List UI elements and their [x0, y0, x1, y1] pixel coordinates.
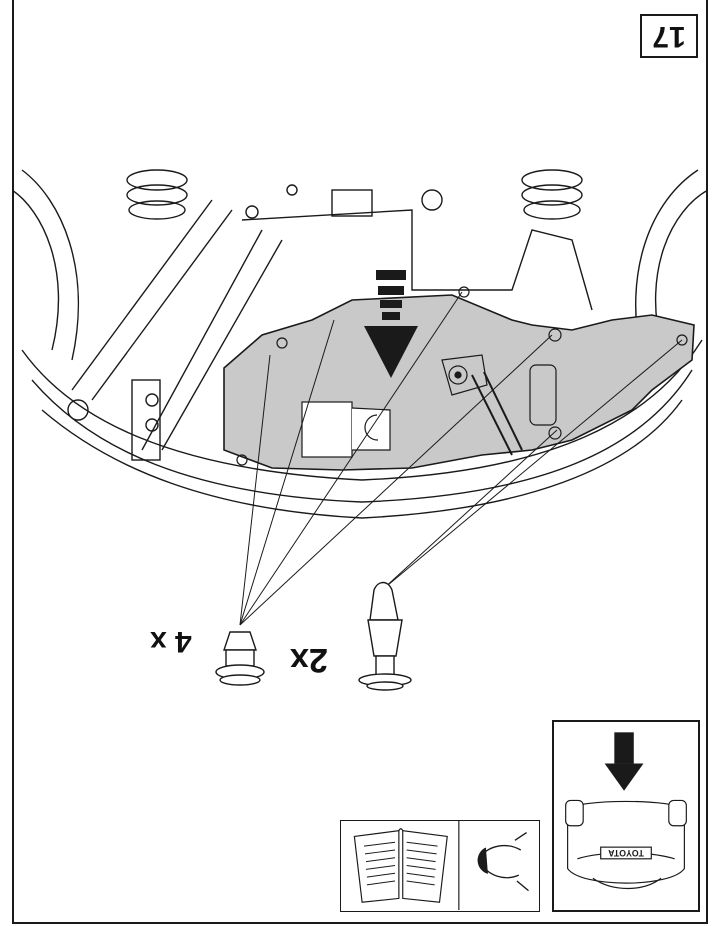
leader-lines	[239, 291, 683, 626]
locator-art: TOYOTA	[565, 732, 687, 889]
down-arrow-icon	[604, 732, 644, 791]
step-number-box: 17	[640, 14, 698, 58]
eye-icon	[477, 832, 529, 892]
vehicle-underside-icon	[565, 799, 687, 889]
left-spring	[126, 169, 188, 220]
step-number: 17	[652, 20, 686, 53]
page-frame	[12, 0, 708, 924]
right-spring	[521, 169, 583, 220]
push-clip-a-icon	[215, 631, 265, 686]
open-manual-icon	[353, 828, 448, 903]
quantity-label-clip-a: 4 x	[150, 625, 192, 658]
push-clip-b-icon	[358, 581, 412, 691]
underbody-illustration	[12, 169, 708, 691]
manual-box-art	[353, 821, 529, 910]
locator-brand-label: TOYOTA	[607, 848, 643, 858]
vehicle-locator-box: TOYOTA	[552, 720, 700, 912]
down-arrow-icon	[364, 270, 418, 378]
quantity-label-clip-b: 2x	[290, 641, 328, 679]
front-bumper	[21, 339, 703, 481]
left-wheel	[12, 189, 60, 351]
reference-icons-box	[340, 820, 540, 912]
engine-undercover	[223, 294, 695, 471]
